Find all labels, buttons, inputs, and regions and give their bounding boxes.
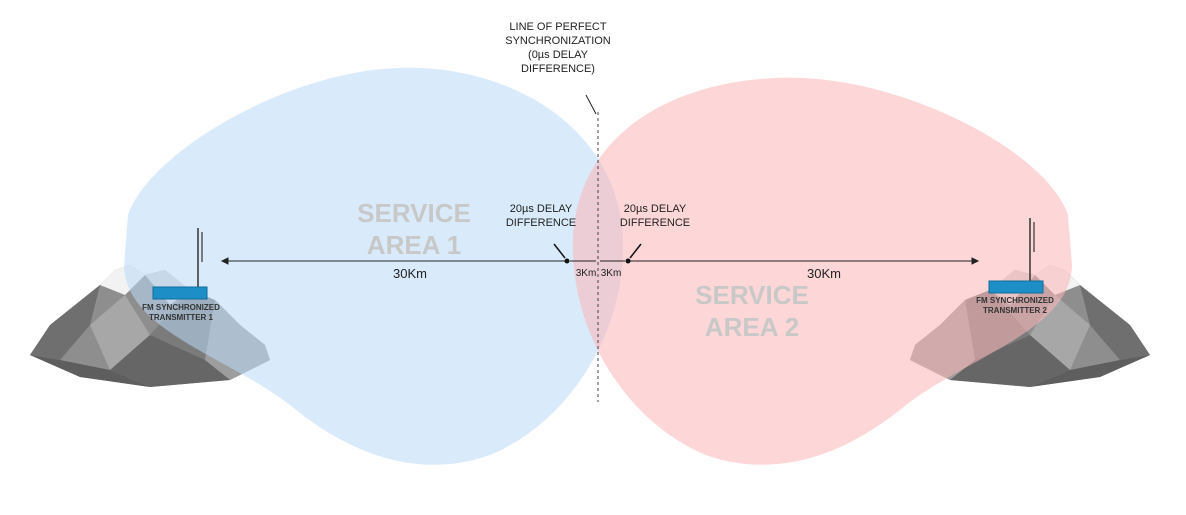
distance-lines <box>220 257 980 265</box>
delay-left-2: DIFFERENCE <box>506 217 576 229</box>
distance-mid-left: 3Km <box>576 268 597 279</box>
svg-text:SYNCHRONIZATION: SYNCHRONIZATION <box>505 35 611 47</box>
svg-text:LINE OF PERFECT: LINE OF PERFECT <box>509 21 606 33</box>
area2-label-1: SERVICE <box>695 280 809 310</box>
service-area-1 <box>124 67 624 465</box>
delay-pointer-right <box>629 243 642 259</box>
distance-right: 30Km <box>807 266 841 281</box>
transmitter-1 <box>152 228 208 300</box>
transmitter-2 <box>988 218 1044 294</box>
tx2-label-1: FM SYNCHRONIZED <box>976 296 1054 305</box>
tx2-label-2: TRANSMITTER 2 <box>983 306 1048 315</box>
svg-text:DIFFERENCE): DIFFERENCE) <box>521 63 595 75</box>
delay-left-1: 20µs DELAY <box>510 203 573 215</box>
area1-label-2: AREA 1 <box>367 230 461 260</box>
area2-label-2: AREA 2 <box>705 312 799 342</box>
distance-mid-right: 3Km <box>601 268 622 279</box>
service-area-2 <box>572 77 1072 465</box>
delay-pointer-left <box>553 243 566 259</box>
sync-line-label: LINE OF PERFECT SYNCHRONIZATION (0µs DEL… <box>505 21 611 75</box>
delay-point-left <box>564 258 570 264</box>
delay-right-2: DIFFERENCE <box>620 217 690 229</box>
tx1-label-2: TRANSMITTER 1 <box>149 313 214 322</box>
delay-point-right <box>625 258 631 264</box>
distance-left: 30Km <box>393 266 427 281</box>
tx1-label-1: FM SYNCHRONIZED <box>142 303 220 312</box>
svg-text:(0µs DELAY: (0µs DELAY <box>528 49 589 61</box>
sync-pointer <box>585 94 597 115</box>
delay-right-1: 20µs DELAY <box>624 203 687 215</box>
area1-label-1: SERVICE <box>357 198 471 228</box>
